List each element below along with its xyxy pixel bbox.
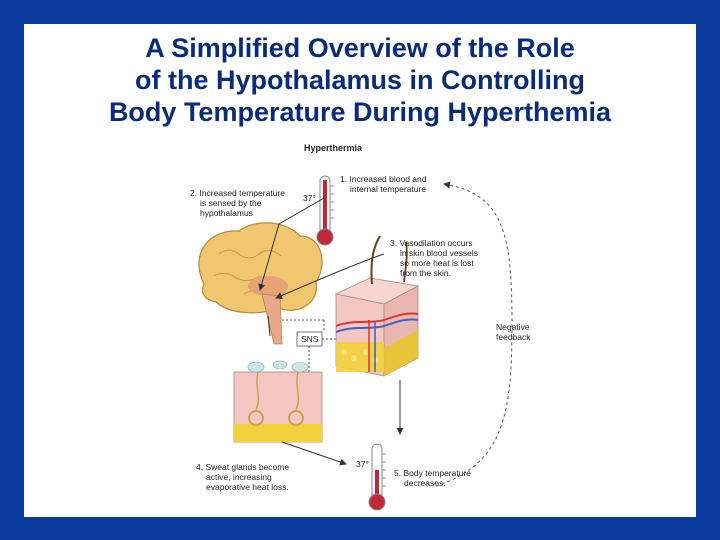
thermometer-top-icon: [316, 175, 334, 246]
step4-line-3: evaporative heat loss.: [206, 482, 289, 492]
hyperthermia-diagram: Hyperthermia 37° 1. Increased blood and …: [190, 143, 531, 511]
arrow-brain-to-gland: [267, 315, 271, 337]
step1-line-1: 1. Increased blood and: [340, 174, 427, 184]
step4-line-2: active, increasing: [206, 472, 272, 482]
step3-line-2: in skin blood vessels: [400, 248, 478, 258]
feedback-line-1: Negative: [496, 322, 530, 332]
arrow-to-3: [275, 253, 385, 299]
therm-top-label: 37°: [303, 193, 316, 203]
sns-label: SNS: [301, 334, 319, 344]
step1-line-2: internal temperature: [350, 184, 426, 194]
skin-block-icon: [334, 235, 420, 377]
step3-line-4: from the skin.: [400, 268, 451, 278]
slide-title: A Simplified Overview of the Role of the…: [24, 32, 696, 128]
thermometer-bottom-icon: [368, 443, 386, 511]
slide: A Simplified Overview of the Role of the…: [24, 24, 696, 517]
negative-feedback-arrow: [435, 181, 513, 487]
step4-line-1: 4. Sweat glands become: [196, 462, 289, 472]
step2-line-1: 2. Increased temperature: [190, 188, 285, 198]
sweat-gland-block-icon: [233, 360, 323, 443]
diagram-header: Hyperthermia: [304, 143, 363, 153]
step2-line-2: is sensed by the: [200, 198, 262, 208]
arrow-4-to-5: [281, 441, 347, 466]
step2-line-3: hypothalamus: [200, 208, 253, 218]
step3-line-1: 3. Vasodilation occurs: [390, 238, 473, 248]
title-line-2: of the Hypothalamus in Controlling: [135, 65, 585, 95]
arrow-1-to-2: [258, 197, 325, 291]
therm-bottom-label: 37°: [356, 459, 369, 469]
step5-line-2: decreases.: [404, 478, 446, 488]
title-line-1: A Simplified Overview of the Role: [145, 33, 575, 63]
brain-icon: [198, 222, 323, 345]
title-line-3: Body Temperature During Hyperthemia: [108, 97, 612, 127]
step5-line-1: 5. Body temperature: [394, 468, 471, 478]
feedback-line-2: feedback: [496, 332, 531, 342]
step3-line-3: so more heat is lost: [400, 258, 474, 268]
